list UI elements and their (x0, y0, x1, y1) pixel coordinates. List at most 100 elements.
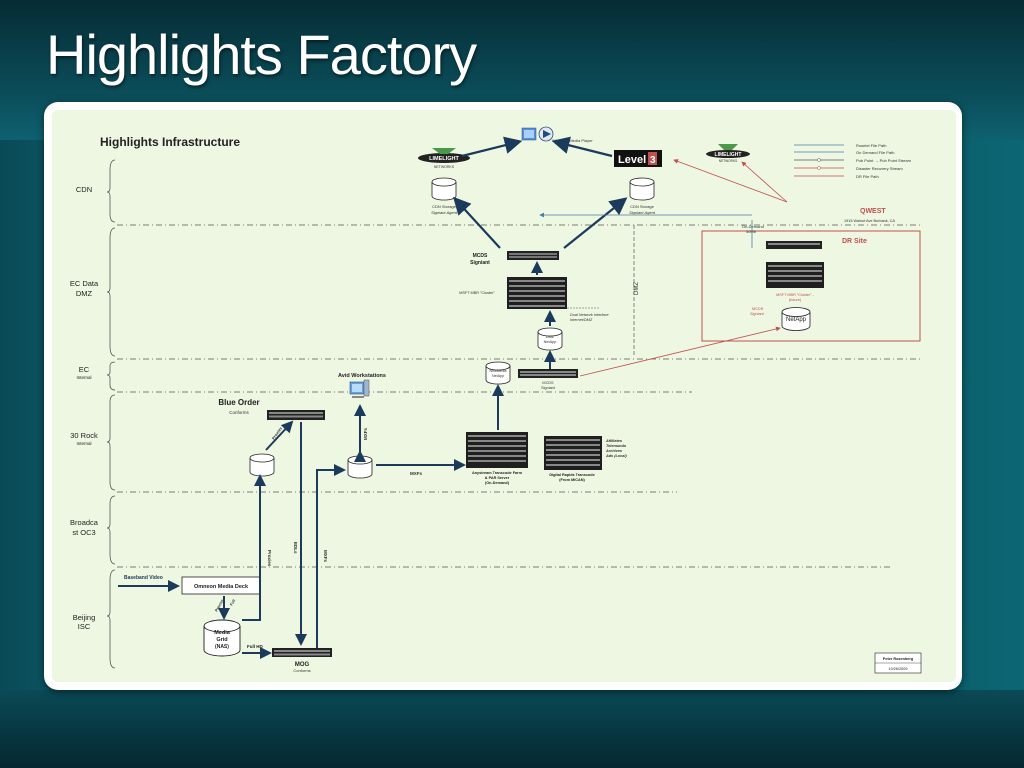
author-name: Peter Rosenberg (883, 657, 914, 661)
cdn-storage-right: CDN Storage Signiant Agent (629, 177, 656, 215)
zone-broadcast-oc3: st OC3 (72, 528, 95, 537)
zone-30-rock: 30 Rock (70, 431, 98, 440)
mog-server: MOG Conforms (272, 648, 332, 673)
cdn-storage-right-label: CDN Storage (630, 204, 655, 209)
dr-netapp-label: NetApp (786, 317, 807, 323)
mog-label: MOG (295, 662, 310, 668)
windows-media-player-icon: Windows Media Player (521, 126, 593, 143)
dr-mcds-sub: Signiant (750, 312, 765, 316)
affiliates-archives: Archives (605, 449, 622, 453)
dr-cluster-sub: (future) (789, 298, 802, 302)
mxf-hub-storage (347, 455, 373, 479)
mxfs-vertical-label: MXFs (363, 428, 368, 440)
dr-cluster-label: MSFT MBR "Cluster" - (776, 293, 815, 297)
cdn-storage-left-sub: Signiant Agent (431, 210, 458, 215)
media-grid-nas: Media Grid (NAS) (203, 619, 241, 657)
cdn-storage-left: CDN Storage Signiant Agent (431, 177, 458, 215)
zone-beijing-isc: ISC (78, 622, 91, 631)
media-grid-nas-label: (NAS) (215, 644, 229, 650)
zone-ec-internal: Internal (76, 375, 91, 380)
affiliates-telemundo: Telemundo (606, 444, 627, 448)
arrow-mcds-to-cdn-left (453, 196, 501, 249)
arrow-mcds-to-cdn-right (563, 197, 628, 249)
cdn-storage-left-label: CDN Storage (432, 204, 457, 209)
zone-ec-data-dmz: DMZ (76, 289, 93, 298)
arrow-proxies-to-blue-order (265, 420, 294, 451)
mcds-signiant-sub: Signiant (470, 260, 490, 266)
newmedia-netapp: NewMedia NetApp (485, 361, 511, 385)
blue-order-label: Blue Order (218, 398, 259, 407)
dual-network-sub: Internet/DMZ (570, 318, 593, 322)
level3-text: Level (618, 154, 646, 166)
level3-num: 3 (650, 155, 656, 166)
dr-netapp: NetApp (781, 307, 811, 331)
windows-media-label: Windows Media Player (552, 138, 593, 143)
full-hd-label: Full HD (247, 644, 263, 649)
legend-item: On Demand File Path (856, 150, 894, 155)
msft-mbr-cluster: MSFT MBR "Cluster" (459, 277, 567, 309)
legend-item: DR File Path (856, 174, 879, 179)
proxies-omneon-label: Proxies (214, 599, 224, 613)
dr-site-label: DR Site (842, 238, 867, 245)
dmz-netapp-sub: NetApp (544, 340, 557, 344)
mcds-signiant-label: MCDS (473, 253, 488, 259)
mxfs-horizontal-label: MXFs (410, 471, 422, 476)
dr-msft-cluster: MSFT MBR "Cluster" - (future) (766, 262, 824, 302)
zone-cdn: CDN (76, 185, 92, 194)
mcds-signiant-server: MCDS Signiant (470, 251, 559, 266)
ec-mcds-sub: Signiant (541, 386, 556, 390)
arrow-mog-mxfs (316, 464, 346, 648)
author-stamp: Peter Rosenberg 10/26/2009 (874, 652, 922, 674)
media-grid-label: Media (214, 630, 231, 636)
proxies-vertical-label: Proxies (267, 550, 272, 567)
mog-sub: Conforms (293, 668, 310, 673)
limelight-logo-dr-text: LIMELIGHT (715, 152, 742, 158)
zone-braces (106, 159, 116, 669)
legend: Rosetel File Path On Demand File Path Pu… (794, 143, 912, 179)
avid-label: Avid Workstations (338, 373, 386, 379)
msft-cluster-label: MSFT MBR "Cluster" (459, 291, 495, 295)
dr-mcds-label: MCDS (752, 307, 764, 311)
legend-item: Disaster Recovery Stream (856, 166, 903, 171)
dmz-netapp-label: DMZ (546, 335, 555, 339)
blue-order-server (267, 410, 325, 420)
ec-mcds-label: MCDS (542, 381, 554, 385)
limelight-logo: LIMELIGHT NETWORKS (418, 148, 470, 169)
baseband-video-label: Baseband Video (124, 575, 163, 581)
on-demand-label: On-Demand (742, 224, 764, 229)
blue-order-sub: Conforms (229, 410, 249, 415)
qwest-label: QWEST (860, 208, 886, 215)
limelight-logo-dr: LIMELIGHT NETWORKS (706, 144, 750, 163)
arrow-limelight-to-player (461, 136, 523, 158)
digital-rapids-label: Digital Rapids Transcode (549, 473, 594, 477)
affiliates-ads: Ads (Local) (605, 454, 627, 458)
dmz-netapp: DMZ NetApp (537, 327, 563, 351)
arrow-level3-to-player (551, 136, 613, 158)
infrastructure-diagram: Highlights Infrastructure CDN EC Data DM… (52, 110, 956, 682)
affiliates-label: Affiliates (605, 439, 622, 443)
anystream-transcode-farm: Anystream Transcode Farm & PAR Server (O… (466, 432, 528, 485)
newmedia-sub: NetApp (492, 374, 504, 378)
zone-separators (117, 224, 922, 568)
proxies-storage (249, 453, 275, 477)
digital-rapids-transcode: Digital Rapids Transcode (From MICAN) (544, 436, 602, 482)
digital-rapids-sub: (From MICAN) (559, 478, 585, 482)
dmz-vertical-label: DMZ (634, 282, 640, 295)
dr-site-box (701, 230, 921, 342)
anystream-sub2: (On-Demand) (485, 481, 510, 485)
author-date: 10/26/2009 (888, 667, 907, 671)
red-path-to-limelight (741, 161, 788, 203)
media-grid-sub: Grid (216, 637, 227, 643)
zone-30-rock-internal: Internal (76, 441, 91, 446)
edls-vertical-label: EDLs (293, 542, 298, 554)
level3-logo: Level 3 (614, 150, 662, 167)
red-path-to-level3 (673, 159, 788, 203)
anystream-label: Anystream Transcode Farm (472, 471, 523, 475)
legend-item: Pub Point → Pub Point Stream (856, 158, 912, 163)
limelight-logo-text: LIMELIGHT (429, 156, 459, 162)
avid-workstation-icon (349, 379, 370, 398)
limelight-logo-sub: NETWORKS (434, 165, 455, 169)
omneon-label: Omneon Media Deck (194, 584, 249, 590)
dual-network-label: Dual Network Interface (570, 313, 609, 317)
anystream-sub: & PAR Server (485, 476, 510, 480)
